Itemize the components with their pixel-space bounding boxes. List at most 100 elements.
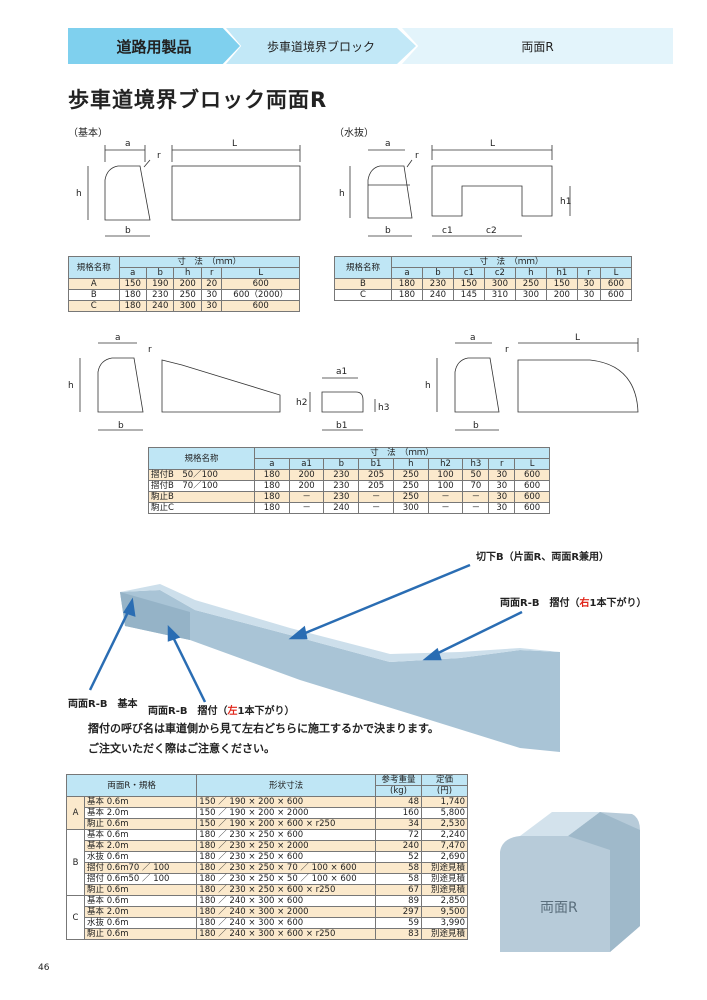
dim-h-label-4: h bbox=[425, 381, 431, 391]
dim-r-label: r bbox=[157, 151, 161, 161]
dim-c2-label: c2 bbox=[486, 226, 497, 236]
dim-b1-label: b1 bbox=[336, 421, 347, 431]
table-cell: － bbox=[288, 502, 325, 514]
table-cell: 180 ／ 230 × 250 × 600 bbox=[196, 851, 376, 863]
dim-c1-label: c1 bbox=[442, 226, 453, 236]
section-basic-label: （基本） bbox=[68, 128, 108, 139]
col-header: h2 bbox=[427, 458, 464, 470]
label-suritsuke-left: 両面R-B 摺付（左1本下がり） bbox=[148, 706, 295, 717]
page-number: 46 bbox=[38, 963, 50, 973]
col-header: 参考重量 bbox=[375, 774, 422, 786]
breadcrumb: 道路用製品 歩車道境界ブロック 両面R bbox=[68, 28, 673, 64]
col-header: r bbox=[488, 458, 516, 470]
col-header: L bbox=[599, 267, 633, 279]
table-cell: 30 bbox=[200, 289, 223, 301]
table-cell: 180 bbox=[254, 502, 290, 514]
block-stamp-text: 両面R bbox=[540, 900, 578, 916]
dim-h-label-3: h bbox=[68, 381, 74, 391]
table-cell: 240 bbox=[421, 289, 454, 301]
table-head-name: 規格名称 bbox=[68, 256, 120, 279]
table-cell: 30 bbox=[576, 289, 601, 301]
dim-a-label: a bbox=[125, 139, 131, 149]
table-cell: 240 bbox=[323, 502, 360, 514]
table-cell: － bbox=[358, 502, 394, 514]
dim-b-label-4: b bbox=[473, 421, 479, 431]
note-line-1: 摺付の呼び名は車道側から見て左右どちらに施工するかで決まります。 bbox=[88, 722, 439, 735]
dim-b-label-3: b bbox=[118, 421, 124, 431]
dim-h-label-2: h bbox=[339, 189, 345, 199]
dim-r-label-4: r bbox=[505, 345, 509, 355]
dim-b-label-2: b bbox=[385, 226, 391, 236]
dim-h-label: h bbox=[76, 189, 82, 199]
table-cell: 150 ／ 190 × 200 × 2000 bbox=[196, 807, 376, 819]
dim-r-label-2: r bbox=[415, 151, 419, 161]
table-cell: 240 bbox=[145, 300, 175, 312]
dim-a-label-3: a bbox=[115, 333, 121, 343]
table-cell: 9,500 bbox=[421, 906, 468, 918]
section-mizunuki-label: （水抜） bbox=[334, 128, 374, 139]
table-cell: C bbox=[68, 300, 120, 312]
breadcrumb-category[interactable]: 道路用製品 bbox=[68, 28, 240, 64]
table-cell: 83 bbox=[375, 928, 422, 940]
table-cell: B bbox=[66, 829, 85, 896]
table-cell: 600 bbox=[599, 289, 633, 301]
col-header: a bbox=[390, 267, 423, 279]
block-installation-photo bbox=[88, 563, 560, 752]
table-cell: 180 bbox=[254, 469, 290, 481]
table-cell: 300 bbox=[514, 289, 547, 301]
dim-L-label-3: L bbox=[575, 333, 580, 343]
dim-b-label: b bbox=[125, 226, 131, 236]
dim-a-label-2: a bbox=[385, 139, 391, 149]
table-cell: 50 bbox=[462, 469, 490, 481]
dim-L-label: L bbox=[232, 139, 237, 149]
basic-block-drawing: a r L h b a r L h b c1 c2 h1 bbox=[76, 139, 571, 237]
table-cell: 30 bbox=[576, 278, 601, 290]
table-cell: 300 bbox=[392, 502, 429, 514]
col-header: r bbox=[200, 267, 223, 279]
table-cell: 駒止 0.6m bbox=[83, 928, 198, 940]
table-cell: 別途見積 bbox=[421, 928, 468, 940]
table-cell: A bbox=[66, 796, 85, 830]
label-kihon: 両面R-B 基本 bbox=[68, 699, 138, 710]
table-cell: 180 ／ 240 × 300 × 600 × r250 bbox=[196, 928, 376, 940]
table-cell: 600 bbox=[514, 502, 550, 514]
table-cell: C bbox=[66, 895, 85, 940]
page-title: 歩車道境界ブロック両面R bbox=[68, 88, 328, 112]
dim-a1-label: a1 bbox=[336, 367, 347, 377]
table-cell: 30 bbox=[488, 502, 516, 514]
table-cell: 駒止C bbox=[148, 502, 255, 514]
dim-r-label-3: r bbox=[148, 345, 152, 355]
note-line-2: ご注文いただく際はご注意ください。 bbox=[88, 742, 275, 755]
table-cell: 200 bbox=[545, 289, 578, 301]
label-suritsuke-right: 両面R-B 摺付（右1本下がり） bbox=[500, 598, 647, 609]
dim-a-label-4: a bbox=[470, 333, 476, 343]
table-cell: 2,690 bbox=[421, 851, 468, 863]
breadcrumb-variant[interactable]: 両面R bbox=[402, 28, 673, 64]
dim-h3-label: h3 bbox=[378, 403, 389, 413]
breadcrumb-product[interactable]: 歩車道境界ブロック bbox=[226, 28, 416, 64]
table-cell: 30 bbox=[488, 469, 516, 481]
suritsuke-drawing: a r h b a1 b1 h2 h3 a r L h b bbox=[68, 333, 639, 431]
label-kirisage: 切下B（片面R、両面R兼用） bbox=[476, 552, 610, 563]
table-cell: 180 bbox=[118, 300, 148, 312]
dim-h1-label: h1 bbox=[560, 197, 571, 207]
